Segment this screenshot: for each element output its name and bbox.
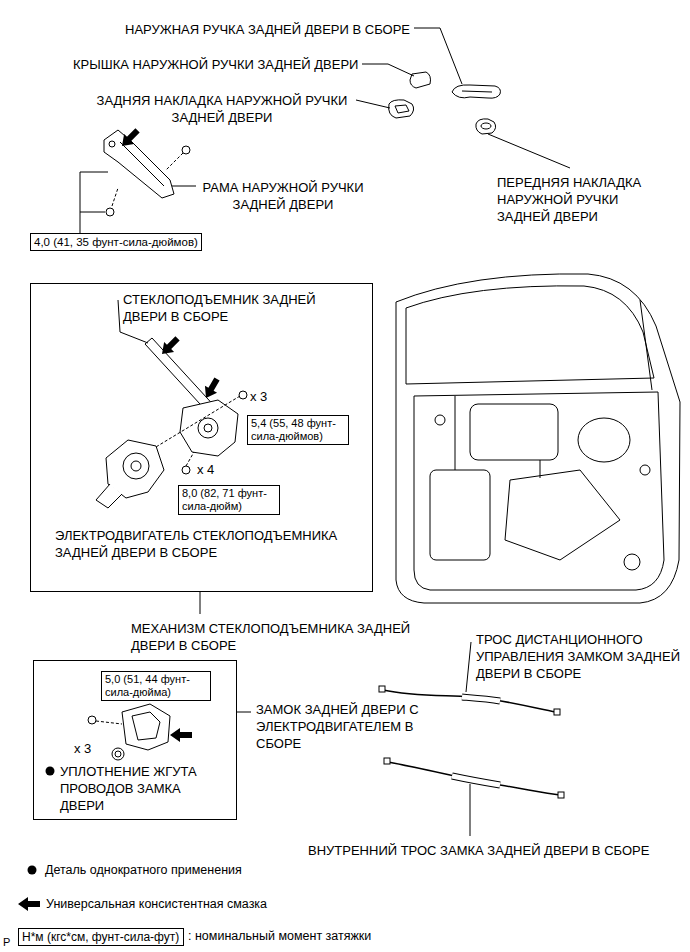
part-name: УПЛОТНЕНИЕ ЖГУТА ПРОВОДОВ ЗАМКА ДВЕРИ [60,763,220,814]
legend-text: : номинальный момент затяжки [188,928,371,945]
part-name: ПЕРЕДНЯЯ НАКЛАДКА НАРУЖНОЙ РУЧКИ ЗАДНЕЙ … [497,174,662,225]
part-name: КРЫШКА НАРУЖНОЙ РУЧКИ ЗАДНЕЙ ДВЕРИ [73,56,358,73]
grease-arrow [117,125,142,150]
torque-value: 5,4 (55, 48 фунт-сила-дюймов) [251,417,345,443]
assembly-heading: МЕХАНИЗМ СТЕКЛОПОДЪЕМНИКА ЗАДНЕЙ ДВЕРИ В… [131,620,421,654]
part-name: ЭЛЕКТРОДВИГАТЕЛЬ СТЕКЛОПОДЪЕМНИКА ЗАДНЕЙ… [55,527,360,561]
quantity: x 4 [197,461,214,478]
torque-box: 8,0 (82, 71 фунт-сила-дюйм) [178,485,280,515]
torque-box: Н*м (кгс*см, фунт-сила-фут) [18,928,184,946]
grease-arrow [157,333,182,358]
door-illustration [396,274,680,603]
grease-arrow [200,375,223,401]
legend-text: Универсальная консистентная смазка [46,896,267,913]
torque-box: 5,4 (55, 48 фунт-сила-дюймов) [247,415,349,445]
outside-handle-parts [389,72,501,134]
regulator-drawing [96,338,247,508]
part-name: НАРУЖНАЯ РУЧКА ЗАДНЕЙ ДВЕРИ В СБОРЕ [125,21,410,38]
handle-frame-drawing [80,130,190,233]
leader-lines [118,28,570,836]
assembly-heading: ЗАМОК ЗАДНЕЙ ДВЕРИ С ЭЛЕКТРОДВИГАТЕЛЕМ В… [256,701,431,752]
part-name: РАМА НАРУЖНОЙ РУЧКИ ЗАДНЕЙ ДВЕРИ [198,179,368,213]
torque-value: 8,0 (82, 71 фунт-сила-дюйм) [182,487,276,513]
quantity: x 3 [250,388,267,405]
part-name: ЗАДНЯЯ НАКЛАДКА НАРУЖНОЙ РУЧКИ ЗАДНЕЙ ДВ… [82,92,362,126]
torque-value: Н*м (кгс*см, фунт-сила-фут) [22,930,179,944]
part-name: ВНУТРЕННИЙ ТРОС ЗАМКА ЗАДНЕЙ ДВЕРИ В СБО… [308,842,649,859]
one-time-use-mark [46,767,55,776]
quantity: x 3 [74,740,91,757]
legend-text: Деталь однократного применения [45,862,242,879]
grease-arrow [170,728,192,742]
legend-dot [28,866,37,875]
torque-box: 5,0 (51, 44 фунт-сила-дюйма) [101,671,211,701]
legend-arrow [18,897,40,911]
torque-value: 4,0 (41, 35 фунт-сила-дюймов) [34,235,198,249]
figure-code: P [3,934,10,951]
torque-box: 4,0 (41, 35 фунт-сила-дюймов) [30,233,202,251]
part-name: СТЕКЛОПОДЪЕМНИК ЗАДНЕЙ ДВЕРИ В СБОРЕ [123,291,343,325]
lock-drawing [88,704,170,760]
part-name: ТРОС ДИСТАНЦИОННОГО УПРАВЛЕНИЯ ЗАМКОМ ЗА… [476,631,681,682]
torque-value: 5,0 (51, 44 фунт-сила-дюйма) [105,673,207,699]
